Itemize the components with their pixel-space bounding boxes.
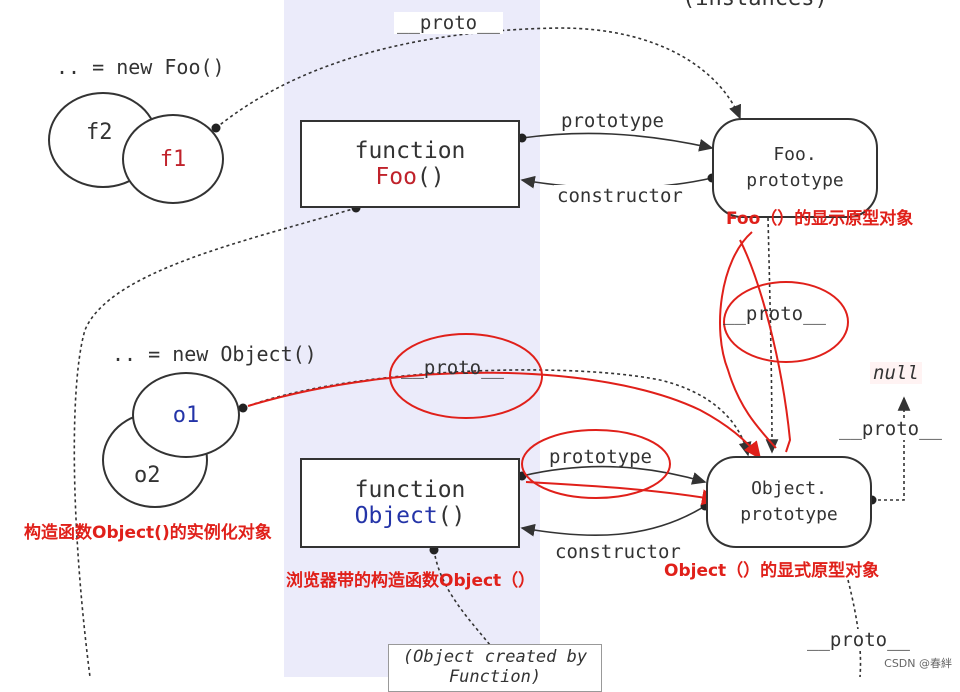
f1-proto-link bbox=[215, 27, 741, 129]
object-function-keyword: function bbox=[354, 477, 466, 503]
label-object-prototype: prototype bbox=[549, 446, 652, 468]
foo-instance-caption: .. = new Foo() bbox=[56, 55, 225, 79]
object-function-name: Object bbox=[354, 503, 438, 529]
object-function-box: function Object() bbox=[300, 458, 520, 548]
foo-function-keyword: function bbox=[354, 138, 466, 164]
object-created-by-line2: Function) bbox=[448, 667, 542, 687]
object-function-parens: () bbox=[437, 503, 466, 529]
instance-f2-label: f2 bbox=[86, 120, 113, 145]
object-prototype-line2: prototype bbox=[740, 504, 838, 525]
instances-header-partial: (instances) bbox=[682, 0, 828, 11]
foo-prototype-line1: Foo. bbox=[773, 144, 817, 165]
object-function-signature: Object() bbox=[355, 503, 466, 529]
o1-proto-link bbox=[242, 369, 752, 457]
object-prototype-null-link bbox=[872, 396, 911, 501]
annotation-object-prototype: Object（）的显式原型对象 bbox=[664, 561, 880, 581]
red-circle-foo-proto bbox=[723, 281, 849, 363]
foo-function-signature: Foo() bbox=[375, 164, 444, 190]
annotation-foo-prototype: Foo（）的显示原型对象 bbox=[726, 209, 914, 229]
connector-layer bbox=[73, 27, 911, 677]
foo-prototype-line2: prototype bbox=[746, 170, 844, 191]
foo-prototype-node: Foo. prototype bbox=[712, 118, 878, 218]
foo-function-name: Foo bbox=[375, 164, 417, 190]
object-created-by-note: (Object created by Function) bbox=[388, 644, 602, 692]
object-prototype-line1: Object. bbox=[751, 478, 827, 499]
foo-function-parens: () bbox=[416, 164, 445, 190]
foo-function-box: function Foo() bbox=[300, 120, 520, 208]
instance-o1: o1 bbox=[132, 372, 240, 458]
instance-o2: o2 bbox=[102, 412, 208, 508]
label-object-constructor: constructor bbox=[552, 541, 684, 563]
object-constructor-arrow bbox=[520, 505, 706, 537]
label-foo-constructor: constructor bbox=[554, 185, 686, 207]
null-node: null bbox=[870, 362, 922, 384]
object-created-by-line1: (Object created by bbox=[402, 647, 588, 667]
object-function-created-link bbox=[433, 549, 491, 646]
red-scribble-foo-proto-2 bbox=[739, 239, 792, 453]
instance-f1-label: f1 bbox=[159, 146, 187, 172]
label-bottom-proto: __proto__ bbox=[804, 629, 913, 651]
foo-prototype-proto-link bbox=[765, 217, 779, 454]
prototype-chain-diagram: (instances) .. = new Foo() .. = new Obje… bbox=[24, 0, 952, 692]
annotation-object-instance: 构造函数Object()的实例化对象 bbox=[24, 523, 272, 543]
object-prototype-arrow bbox=[521, 465, 707, 485]
red-arrow-prototype bbox=[525, 481, 720, 506]
instance-o1-label: o1 bbox=[172, 402, 200, 428]
red-circle-prototype bbox=[521, 429, 671, 499]
label-foo-prototype: prototype bbox=[558, 110, 667, 132]
instance-f1: f1 bbox=[122, 114, 224, 204]
annotation-object-constructor: 浏览器带的构造函数Object（） bbox=[286, 571, 536, 591]
red-arrow-o1 bbox=[247, 371, 762, 460]
object-instance-caption: .. = new Object() bbox=[112, 342, 317, 366]
label-proto-top: __proto__ bbox=[394, 12, 503, 34]
red-scribble-foo-proto bbox=[719, 231, 777, 449]
object-prototype-node: Object. prototype bbox=[706, 456, 872, 548]
label-o1-proto: __proto__ bbox=[401, 357, 504, 379]
watermark: CSDN @春絆 bbox=[884, 655, 952, 671]
label-object-prototype-proto: __proto__ bbox=[836, 418, 945, 440]
foo-prototype-arrow bbox=[521, 132, 714, 152]
instance-o2-label: o2 bbox=[134, 463, 161, 488]
red-circle-o1-proto bbox=[389, 333, 543, 419]
label-foo-prototype-proto: __proto__ bbox=[723, 303, 826, 325]
